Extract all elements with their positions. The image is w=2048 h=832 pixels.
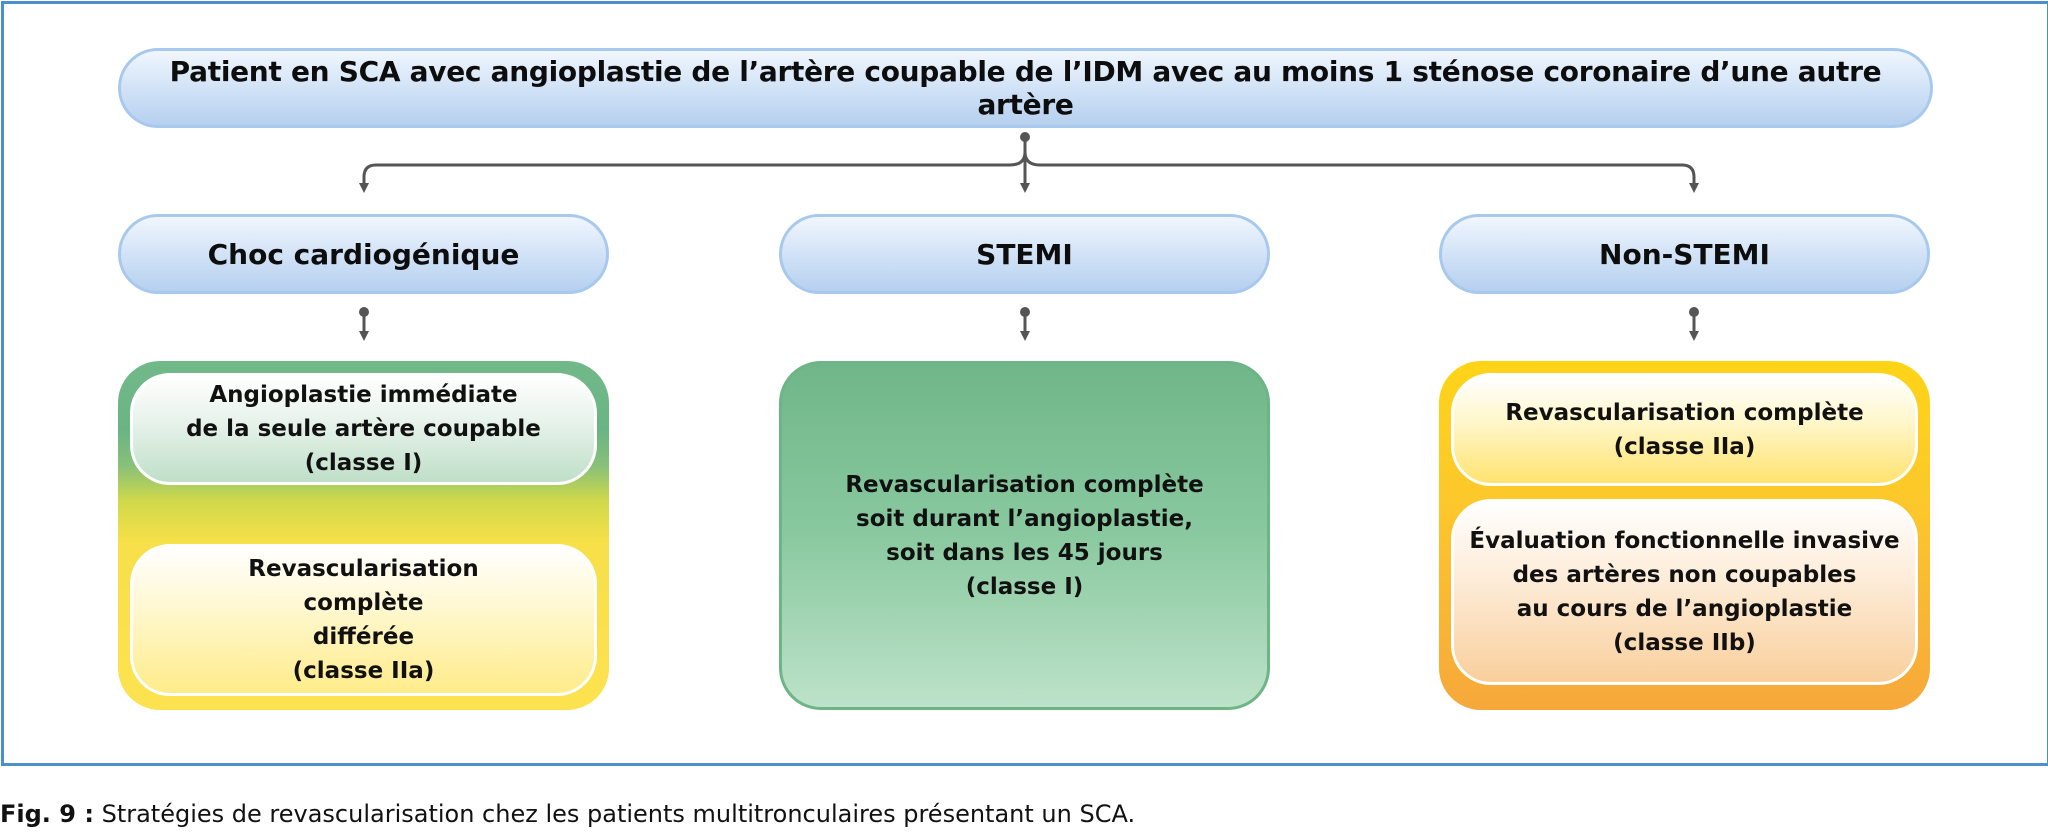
outcome-deferred-revascularisation: Revascularisation complète différée (cla… <box>130 544 597 696</box>
branch-right-line <box>1023 151 1699 193</box>
figure-caption: Fig. 9 : Stratégies de revascularisation… <box>0 800 1135 828</box>
choc-outcome-group: Angioplastie immédiate de la seule artèr… <box>118 361 609 710</box>
figure-caption-text: Stratégies de revascularisation chez les… <box>101 800 1136 828</box>
category-choc-cardiogenique: Choc cardiogénique <box>118 214 609 294</box>
category-stemi: STEMI <box>779 214 1270 294</box>
branch-left-line <box>359 151 1027 193</box>
outcome-functional-evaluation: Évaluation fonctionnelle invasive des ar… <box>1451 499 1918 685</box>
figure-caption-label: Fig. 9 : <box>0 800 94 828</box>
root-node: Patient en SCA avec angioplastie de l’ar… <box>118 48 1933 128</box>
outcome-stemi-revascularisation: Revascularisation complète soit durant l… <box>779 361 1270 710</box>
nonstemi-outcome-group: Revascularisation complète (classe IIa) … <box>1439 361 1930 710</box>
outcome-complete-revascularisation: Revascularisation complète (classe IIa) <box>1451 373 1918 486</box>
category-non-stemi: Non-STEMI <box>1439 214 1930 294</box>
outcome-immediate-angioplasty: Angioplastie immédiate de la seule artèr… <box>130 373 597 485</box>
